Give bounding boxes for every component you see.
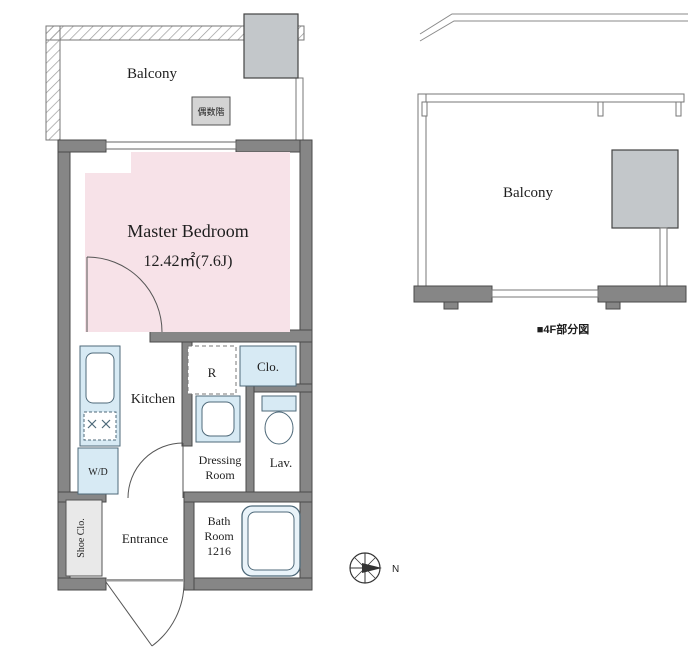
toilet-bowl	[264, 411, 294, 445]
bathtub-inner	[247, 511, 295, 571]
toilet-tank	[261, 395, 297, 412]
dressing-room-label-2: Room	[205, 468, 235, 482]
wall-segment	[57, 139, 107, 153]
entrance-label: Entrance	[122, 531, 168, 546]
bedroom-door-arc	[86, 256, 163, 333]
bedroom-window	[105, 141, 237, 150]
annex-roofline	[419, 20, 688, 42]
wall-segment	[183, 577, 313, 591]
fridge-label: R	[208, 365, 217, 380]
balcony-equipment-box	[243, 13, 299, 79]
wall-segment-bath	[183, 501, 195, 591]
entrance-door-leaf	[105, 581, 153, 647]
annex-wall-stub	[443, 301, 459, 310]
door-swings	[86, 256, 185, 647]
compass-north-label: N	[392, 564, 399, 575]
compass-needle	[362, 563, 382, 573]
washer-dryer-label: W/D	[88, 467, 107, 478]
annex-window	[491, 289, 599, 298]
kitchen-sink	[85, 352, 115, 404]
compass: N	[349, 552, 399, 584]
annex-rail-right	[659, 227, 668, 291]
bathroom-label-3: 1216	[207, 544, 231, 558]
annex-caption: ■4F部分図	[537, 322, 589, 336]
kitchen-door-arc	[127, 442, 184, 499]
dressing-room: Dressing Room	[195, 395, 242, 482]
unit-walls	[57, 139, 313, 591]
balcony-note-label: 偶数階	[197, 106, 224, 117]
washing-machine-drum	[201, 401, 235, 437]
entrance-door-arc	[151, 581, 185, 647]
annex-rail-post	[597, 101, 604, 117]
dressing-room-label-1: Dressing	[199, 453, 242, 467]
balcony-note-box	[191, 96, 231, 126]
bathroom-label-1: Bath	[208, 514, 231, 528]
wall-segment-service	[183, 491, 313, 503]
closet-box	[239, 345, 297, 387]
annex-roofline	[419, 13, 688, 35]
shoe-closet-label: Shoe Clo.	[76, 518, 87, 557]
bedroom-name-label: Master Bedroom	[127, 221, 248, 241]
main-balcony: 偶数階 Balcony	[45, 13, 305, 141]
closet-label: Clo.	[257, 359, 279, 374]
entrance-threshold	[106, 579, 184, 582]
annex-rail-post	[675, 101, 682, 117]
wall-segment	[299, 139, 313, 591]
wall-segment	[57, 577, 107, 591]
annex-wall-stub	[605, 301, 621, 310]
kitchen-area: Kitchen	[79, 345, 175, 447]
annex-rail-top	[417, 93, 685, 103]
annex-wall	[597, 285, 687, 303]
main-balcony-label: Balcony	[127, 66, 177, 82]
annex-rail-left	[417, 93, 427, 291]
balcony-rail-right	[295, 77, 304, 141]
stove-burner-icon	[87, 419, 111, 429]
annex-wall	[413, 285, 493, 303]
annex-balcony-label: Balcony	[503, 185, 553, 201]
kitchen-stove	[83, 411, 117, 441]
lavatory: Lav.	[261, 395, 297, 470]
wall-segment-dressing-lav	[245, 383, 255, 501]
kitchen-label: Kitchen	[131, 392, 175, 407]
annex-rail-post	[421, 101, 428, 117]
annex-4f-diagram: Balcony ■4F部分図	[413, 13, 688, 336]
bathroom: Bath Room 1216	[204, 505, 301, 577]
bathroom-label-2: Room	[204, 529, 234, 543]
washer-dryer-box	[77, 447, 119, 495]
balcony-rail-left	[45, 25, 61, 141]
bedroom-area-label: 12.42㎡(7.6J)	[144, 252, 233, 270]
fridge-space	[187, 345, 237, 395]
annex-equipment-box	[611, 149, 679, 229]
shoe-closet-box	[65, 499, 103, 577]
lavatory-label: Lav.	[270, 455, 293, 470]
bedroom-floor	[85, 152, 290, 332]
